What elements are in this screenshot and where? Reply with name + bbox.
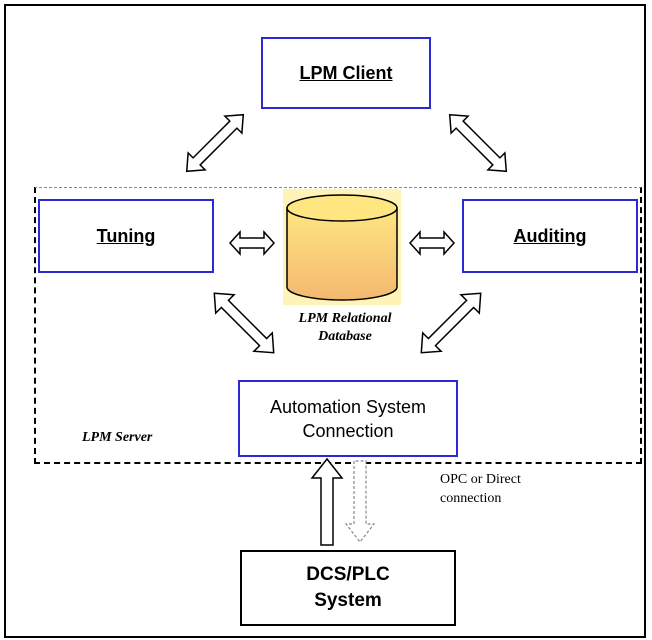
tuning-box: Tuning: [38, 199, 214, 273]
dcs-label-line2: System: [314, 590, 382, 611]
lpm-server-label: LPM Server: [82, 430, 153, 445]
lpm-client-box: LPM Client: [261, 37, 431, 109]
database-label: LPM Relational Database: [270, 310, 420, 346]
auditing-label: Auditing: [513, 225, 587, 246]
auditing-box: Auditing: [462, 199, 638, 273]
arrow-database-auditing: [408, 230, 456, 256]
lpm-server-boundary: [34, 187, 642, 464]
dcs-plc-box: DCS/PLC System: [240, 550, 456, 626]
database-cylinder-icon: [286, 194, 398, 301]
connection-label-line1: OPC or Direct: [440, 472, 521, 487]
arrow-tuning-database: [228, 230, 276, 256]
arrow-tuning-automation: [213, 292, 275, 354]
arrow-client-auditing: [448, 113, 508, 173]
tuning-label: Tuning: [96, 225, 156, 246]
arrow-auditing-automation: [420, 292, 482, 354]
automation-label-line1: Automation System: [269, 396, 427, 417]
database-label-line2: Database: [318, 329, 372, 344]
automation-system-box: Automation System Connection: [238, 380, 458, 457]
automation-label-line2: Connection: [302, 420, 394, 441]
arrow-client-tuning: [185, 113, 245, 173]
connection-label-line2: connection: [440, 491, 502, 506]
lpm-client-label: LPM Client: [299, 62, 393, 83]
diagram-frame: [4, 4, 646, 638]
arrow-automation-to-dcs: [344, 460, 376, 543]
database-label-line1: LPM Relational: [298, 311, 392, 326]
dcs-label-line1: DCS/PLC: [306, 564, 390, 585]
connection-label: OPC or Direct connection: [440, 470, 570, 508]
arrow-dcs-to-automation: [310, 457, 344, 546]
